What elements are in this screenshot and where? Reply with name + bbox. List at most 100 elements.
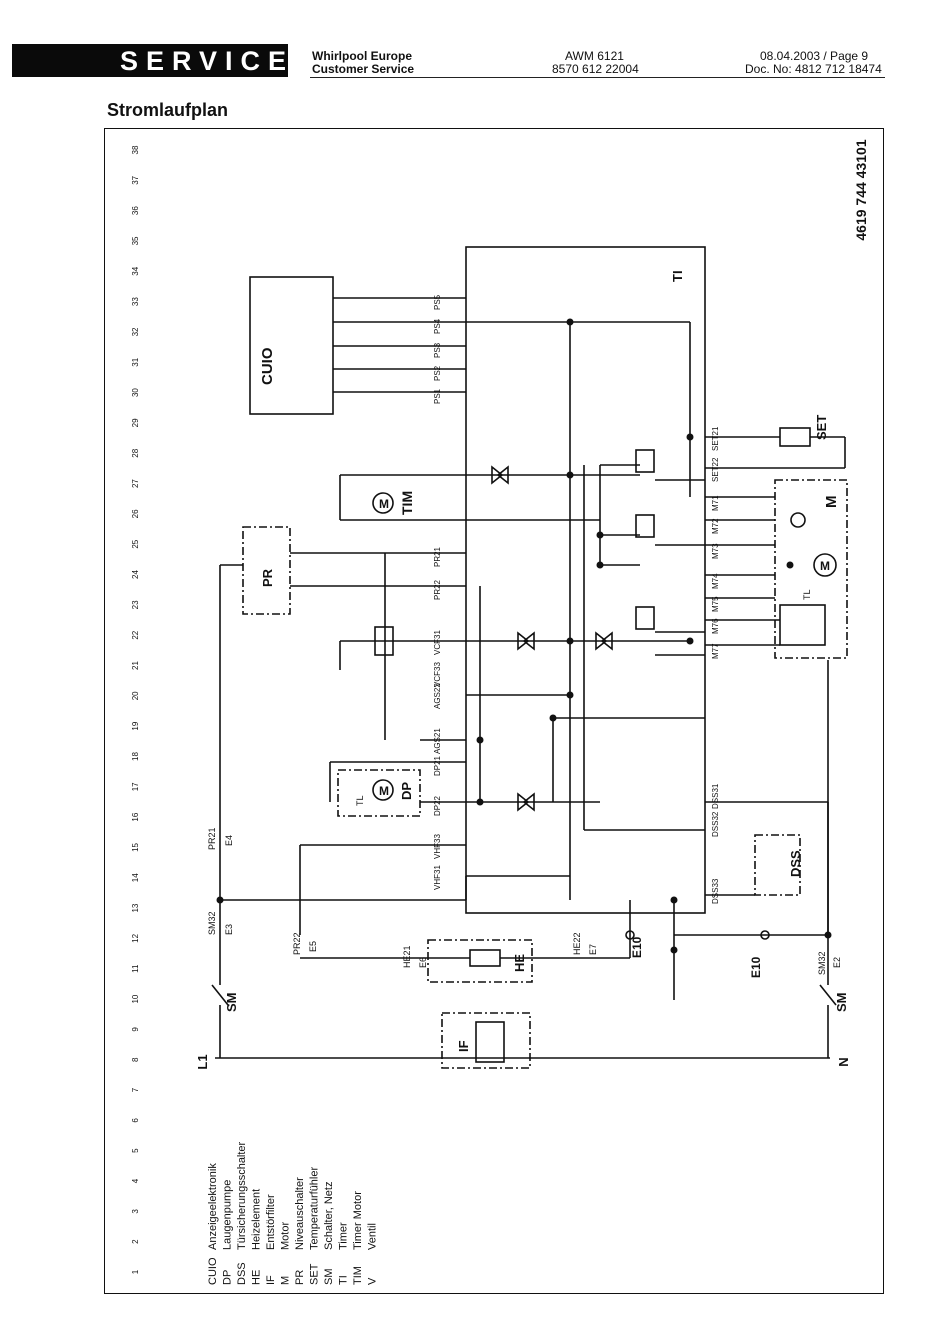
left-pin-labels: PR21PR22VCF31VCF33AGS22AGS21DP21DP22VHF3… bbox=[433, 546, 442, 890]
legend-text: Motor bbox=[280, 1222, 292, 1250]
dss-box bbox=[754, 834, 801, 896]
column-number: 18 bbox=[131, 751, 140, 760]
column-number: 17 bbox=[131, 782, 140, 791]
legend-text: Heizelement bbox=[251, 1189, 263, 1250]
column-number: 37 bbox=[131, 175, 140, 184]
left-pin-label: VCF33 bbox=[433, 662, 442, 687]
edge-label: E2 bbox=[832, 957, 842, 968]
set-sensor bbox=[779, 427, 811, 447]
cuio-pin-labels: PS1 PS2 PS3 PS4 PS5 bbox=[433, 294, 442, 404]
service-label: SERVICE bbox=[120, 46, 295, 76]
cuio-pin-label: PS4 bbox=[433, 318, 442, 334]
legend-code: M bbox=[280, 1276, 292, 1285]
legend-code: V bbox=[367, 1277, 379, 1285]
column-number: 13 bbox=[131, 903, 140, 912]
header-rule bbox=[310, 77, 885, 78]
column-number: 35 bbox=[131, 236, 140, 245]
motor-label: M bbox=[823, 496, 840, 509]
pr-label: PR bbox=[260, 568, 275, 587]
dss-label: DSS bbox=[788, 850, 803, 877]
legend-text: Entstörfilter bbox=[265, 1194, 277, 1250]
legend-code: DSS bbox=[236, 1262, 248, 1285]
e10-right-connector bbox=[760, 930, 770, 940]
column-number: 32 bbox=[131, 327, 140, 336]
cuio-pin-label: PS5 bbox=[433, 294, 442, 310]
legend-text: Timer bbox=[338, 1222, 350, 1250]
column-number: 30 bbox=[131, 388, 140, 397]
left-pin-label: VCF31 bbox=[433, 630, 442, 655]
e10-left-connector bbox=[625, 930, 635, 940]
column-number: 20 bbox=[131, 691, 140, 700]
left-pin-label: AGS21 bbox=[433, 728, 442, 754]
legend-text: Schalter, Netz bbox=[323, 1182, 335, 1250]
edge-label: HE21 bbox=[402, 945, 412, 968]
diagram-frame bbox=[104, 128, 884, 1294]
department-name: Customer Service bbox=[312, 62, 415, 76]
edge-label: E4 bbox=[224, 835, 234, 846]
column-number: 16 bbox=[131, 812, 140, 821]
cuio-pin-label: PS3 bbox=[433, 342, 442, 358]
legend-code: HE bbox=[251, 1270, 263, 1285]
e10-left-label: E10 bbox=[630, 936, 644, 958]
edge-label: SM32 bbox=[817, 951, 827, 975]
dss-pin-label: DSS33 bbox=[711, 878, 720, 904]
column-number: 7 bbox=[131, 1087, 140, 1092]
column-number: 12 bbox=[131, 933, 140, 942]
valve-symbol bbox=[374, 626, 394, 656]
legend-text: Ventil bbox=[367, 1223, 379, 1250]
legend-code: PR bbox=[294, 1270, 306, 1285]
legend-code: TI bbox=[338, 1275, 350, 1285]
column-number: 27 bbox=[131, 479, 140, 488]
column-number: 1 bbox=[131, 1269, 140, 1274]
legend-text: Temperaturfühler bbox=[309, 1167, 321, 1250]
right-pin-label: M77 bbox=[711, 643, 720, 659]
rail-l1-label: L1 bbox=[195, 1054, 210, 1069]
if-label: IF bbox=[456, 1040, 471, 1052]
doc-number: Doc. No: 4812 712 18474 bbox=[745, 62, 882, 76]
if-inner bbox=[475, 1021, 505, 1063]
column-number: 21 bbox=[131, 661, 140, 670]
sm-left-contact bbox=[211, 984, 229, 1006]
left-pin-label: PR21 bbox=[433, 546, 442, 567]
dss-pin-label: DSS31 bbox=[711, 783, 720, 809]
motor-box bbox=[774, 479, 848, 659]
edge-label: E7 bbox=[588, 944, 598, 955]
legend-text: Laugenpumpe bbox=[222, 1180, 234, 1250]
triac-symbols bbox=[491, 465, 613, 812]
cuio-pin-label: PS2 bbox=[433, 365, 442, 381]
legend-code: TIM bbox=[352, 1266, 364, 1285]
e10-right-label: E10 bbox=[749, 956, 763, 978]
right-pin-label: SET22 bbox=[711, 457, 720, 482]
column-number: 11 bbox=[131, 964, 140, 973]
motor-symbol bbox=[813, 553, 837, 577]
column-number: 5 bbox=[131, 1148, 140, 1153]
edge-label: PR21 bbox=[207, 827, 217, 850]
right-pin-label: M75 bbox=[711, 596, 720, 612]
edge-label: SM32 bbox=[207, 911, 217, 935]
column-number: 26 bbox=[131, 509, 140, 518]
model-number: 8570 612 22004 bbox=[552, 62, 639, 76]
column-number: 38 bbox=[131, 145, 140, 154]
drawing-number: 4619 744 43101 bbox=[853, 139, 869, 240]
set-label: SET bbox=[814, 415, 829, 440]
column-number: 25 bbox=[131, 539, 140, 548]
column-number: 10 bbox=[131, 994, 140, 1003]
edge-label: HE22 bbox=[572, 932, 582, 955]
column-number: 24 bbox=[131, 570, 140, 579]
column-number: 36 bbox=[131, 206, 140, 215]
dp-tl-label: TL bbox=[355, 795, 365, 806]
right-pin-label: M72 bbox=[711, 518, 720, 534]
legend-text: Niveauschalter bbox=[294, 1177, 306, 1250]
cuio-label: CUIO bbox=[259, 347, 276, 385]
timer-label: TI bbox=[670, 270, 685, 282]
timer-box bbox=[465, 246, 706, 914]
column-number: 14 bbox=[131, 873, 140, 882]
motor-winding bbox=[779, 604, 826, 646]
cuio-pin-label: PS1 bbox=[433, 388, 442, 404]
he-box bbox=[427, 939, 533, 983]
column-number: 31 bbox=[131, 357, 140, 366]
